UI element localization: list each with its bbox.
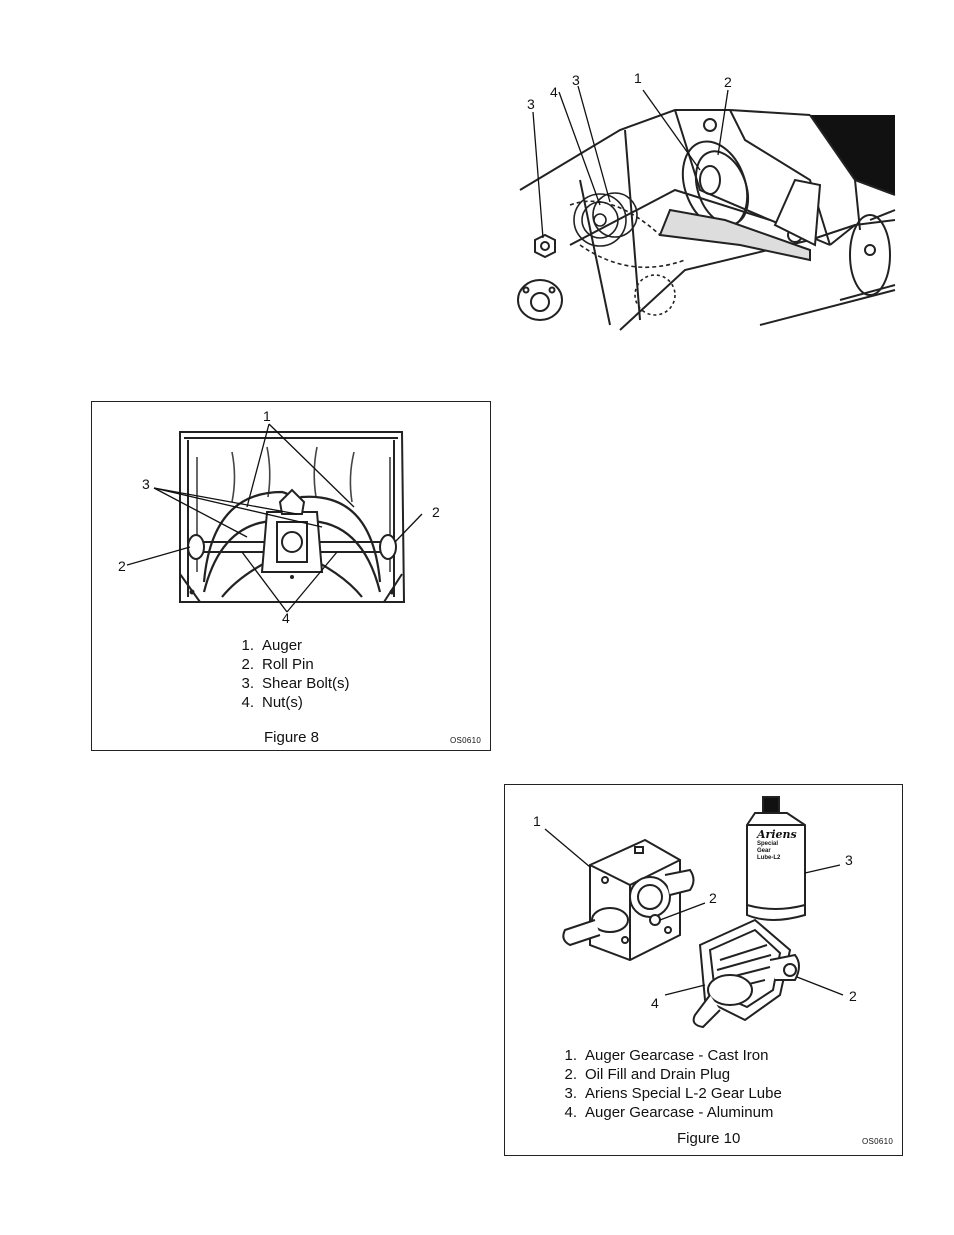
fig9-callout-1: 1 <box>634 70 642 86</box>
figure-10-code: OS0610 <box>862 1137 893 1146</box>
legend-item: 3.Shear Bolt(s) <box>232 674 350 693</box>
legend-item: 2.Oil Fill and Drain Plug <box>555 1065 782 1084</box>
fig9-callout-2: 2 <box>724 74 732 90</box>
figure-10-box: Ariens Special Gear Lube-L2 1 2 3 4 2 1.… <box>504 784 903 1156</box>
fig8-callout-3: 3 <box>142 476 150 492</box>
fig10-callout-1: 1 <box>533 813 541 829</box>
legend-item: 4.Auger Gearcase - Aluminum <box>555 1103 782 1122</box>
legend-item: 4.Nut(s) <box>232 693 350 712</box>
figure-8-code: OS0610 <box>450 736 481 745</box>
figure-8-legend: 1.Auger 2.Roll Pin 3.Shear Bolt(s) 4.Nut… <box>232 636 350 712</box>
legend-item: 1.Auger Gearcase - Cast Iron <box>555 1046 782 1065</box>
figure-9-illustration: 3 4 3 1 2 <box>510 70 900 332</box>
fig8-callout-4: 4 <box>282 610 290 626</box>
fig10-callout-2-top: 2 <box>709 890 717 906</box>
fig10-callout-3: 3 <box>845 852 853 868</box>
figure-8-box: 1 3 2 2 4 1.Auger 2.Roll Pin 3.Shear Bol… <box>91 401 491 751</box>
figure-10-legend: 1.Auger Gearcase - Cast Iron 2.Oil Fill … <box>555 1046 782 1122</box>
bottle-line: Gear <box>757 848 801 855</box>
fig8-callout-2-left: 2 <box>118 558 126 574</box>
bottle-label: Ariens Special Gear Lube-L2 <box>757 829 801 862</box>
bottle-line: Lube-L2 <box>757 855 801 862</box>
fig10-callout-4: 4 <box>651 995 659 1011</box>
chain-drive-drawing <box>510 70 900 332</box>
fig8-callout-2-right: 2 <box>432 504 440 520</box>
fig9-callout-3: 3 <box>572 72 580 88</box>
figure-10-caption: Figure 10 <box>677 1130 740 1147</box>
legend-item: 2.Roll Pin <box>232 655 350 674</box>
fig8-callout-1: 1 <box>263 408 271 424</box>
legend-item: 1.Auger <box>232 636 350 655</box>
bottle-line: Special <box>757 841 801 848</box>
fig10-callout-2-bottom: 2 <box>849 988 857 1004</box>
legend-item: 3.Ariens Special L-2 Gear Lube <box>555 1084 782 1103</box>
fig9-callout-3-left: 3 <box>527 96 535 112</box>
fig9-callout-4: 4 <box>550 84 558 100</box>
figure-8-caption: Figure 8 <box>264 729 319 746</box>
bottle-brand: Ariens <box>757 829 801 841</box>
